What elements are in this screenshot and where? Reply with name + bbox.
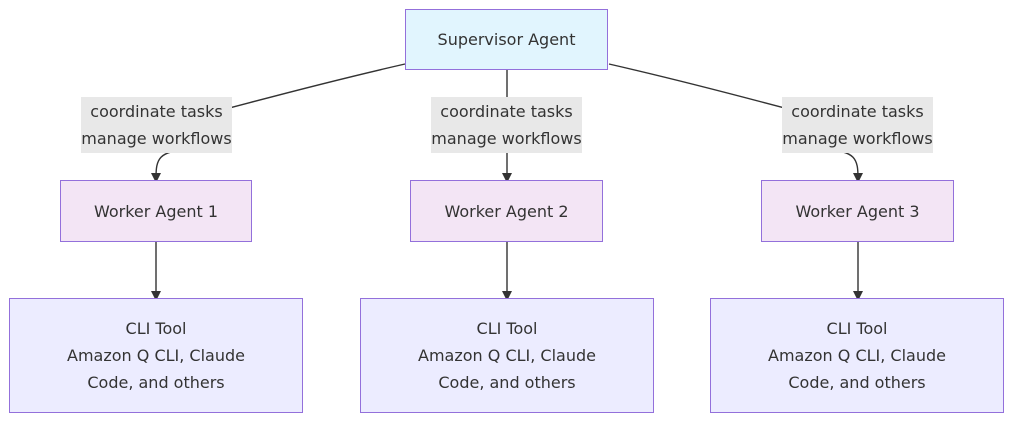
edge-label-1-line1: coordinate tasks xyxy=(90,102,223,121)
supervisor-agent-node: Supervisor Agent xyxy=(405,9,608,70)
cli-tool-3-node: CLI Tool Amazon Q CLI, Claude Code, and … xyxy=(710,298,1004,413)
worker-agent-2-node: Worker Agent 2 xyxy=(410,180,603,242)
cli-tool-3-line2: Amazon Q CLI, Claude xyxy=(768,346,946,365)
supervisor-agent-label: Supervisor Agent xyxy=(437,30,576,49)
edge-label-1-line2: manage workflows xyxy=(81,129,232,148)
worker-agent-2-label: Worker Agent 2 xyxy=(444,201,569,221)
cli-tool-1-line2: Amazon Q CLI, Claude xyxy=(67,346,245,365)
cli-tool-1-title: CLI Tool xyxy=(125,319,187,338)
worker-agent-1-label: Worker Agent 1 xyxy=(93,201,219,221)
edge-label-3-line1: coordinate tasks xyxy=(791,102,924,121)
cli-tool-3-line3: Code, and others xyxy=(788,373,926,392)
edge-label-3-line2: manage workflows xyxy=(782,129,933,148)
edge-label-1: coordinate tasks manage workflows xyxy=(81,97,232,153)
cli-tool-2-line2: Amazon Q CLI, Claude xyxy=(418,346,596,365)
cli-tool-1-line3: Code, and others xyxy=(87,373,225,392)
edge-label-2-line1: coordinate tasks xyxy=(440,102,573,121)
cli-tool-2-title: CLI Tool xyxy=(476,319,538,338)
worker-agent-3-node: Worker Agent 3 xyxy=(761,180,954,242)
cli-tool-1-node: CLI Tool Amazon Q CLI, Claude Code, and … xyxy=(9,298,303,413)
edge-label-2-line2: manage workflows xyxy=(431,129,582,148)
edge-label-2: coordinate tasks manage workflows xyxy=(431,97,582,153)
edge-label-3: coordinate tasks manage workflows xyxy=(782,97,933,153)
cli-tool-2-line3: Code, and others xyxy=(438,373,576,392)
worker-agent-1-node: Worker Agent 1 xyxy=(60,180,252,242)
cli-tool-3-title: CLI Tool xyxy=(826,319,888,338)
worker-agent-3-label: Worker Agent 3 xyxy=(795,201,920,221)
cli-tool-2-node: CLI Tool Amazon Q CLI, Claude Code, and … xyxy=(360,298,654,413)
